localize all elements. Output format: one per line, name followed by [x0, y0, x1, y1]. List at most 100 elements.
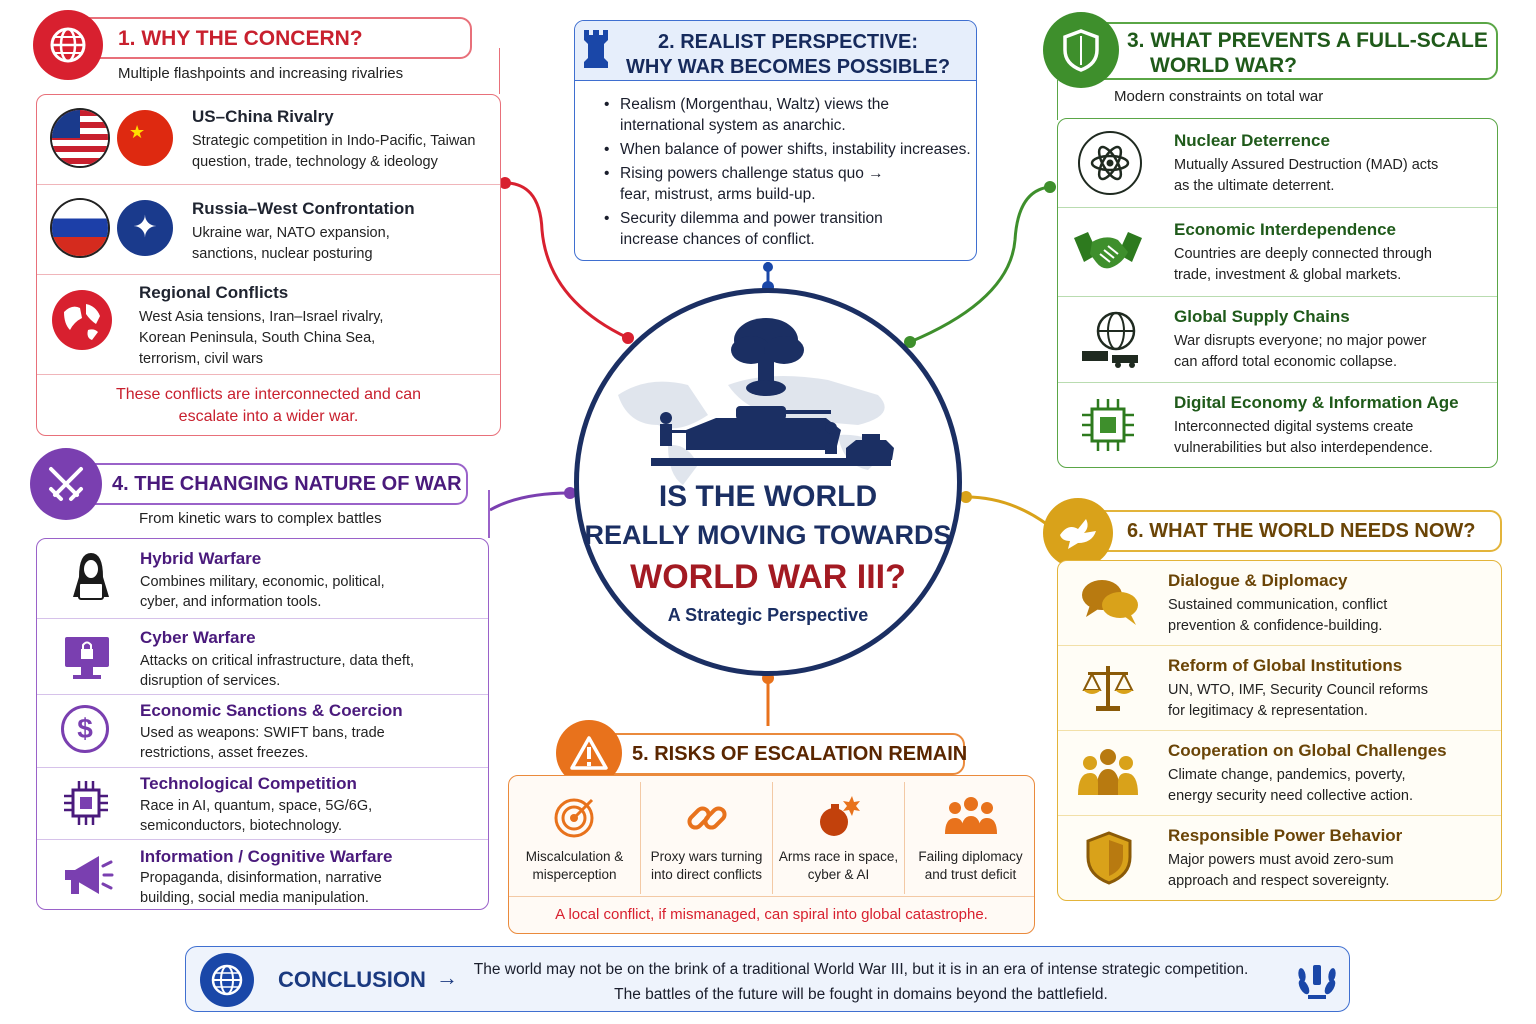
s2-bullet: Rising powers challenge status quo →fear… [604, 163, 974, 205]
s6-panel: Dialogue & Diplomacy Sustained communica… [1057, 560, 1502, 901]
monitor-lock-icon [61, 631, 113, 683]
s6-row-title: Cooperation on Global Challenges [1168, 741, 1447, 760]
s3-row-title: Global Supply Chains [1174, 307, 1350, 326]
connector-s3 [909, 185, 1051, 344]
connector-dot-s1a [499, 177, 511, 189]
people-group-icon [943, 794, 999, 838]
connector-dot-s6 [960, 491, 972, 503]
s6-row-responsible: Responsible Power Behavior Major powers … [1058, 816, 1501, 902]
s6-header [1060, 510, 1502, 552]
globe-icon [200, 953, 254, 1007]
s1-row-russia-west: ✦ Russia–West Confrontation Ukraine war,… [37, 185, 500, 275]
connector-dot-s3a [1044, 181, 1056, 193]
speech-bubbles-icon [1078, 575, 1142, 629]
handshake-icon [1072, 224, 1144, 278]
conclusion-label: CONCLUSION [278, 967, 426, 992]
us-flag-icon [52, 110, 108, 166]
s4-row-desc: Combines military, economic, political,c… [140, 574, 385, 610]
s6-row-title: Dialogue & Diplomacy [1168, 571, 1348, 590]
s3-row-title: Economic Interdependence [1174, 220, 1396, 239]
s3-row-nuclear: Nuclear Deterrence Mutually Assured Dest… [1058, 119, 1497, 207]
globe-trade-icon [1078, 307, 1142, 371]
connector-dot-s3b [904, 336, 916, 348]
s4-row-desc: Race in AI, quantum, space, 5G/6G,semico… [140, 798, 373, 834]
s3-row-supply: Global Supply Chains War disrupts everyo… [1058, 297, 1497, 383]
s5-panel: Miscalculation &misperception Proxy wars… [508, 775, 1035, 934]
s4-row-title: Cyber Warfare [140, 628, 256, 647]
connector-s6 [965, 495, 1049, 527]
laurel-icon [1294, 957, 1340, 1003]
s3-subtitle-frame [1057, 80, 1058, 120]
s4-row-desc: Attacks on critical infrastructure, data… [140, 653, 415, 689]
globe-icon [33, 10, 103, 80]
conclusion-text: The world may not be on the brink of a t… [473, 961, 1249, 1003]
china-flag-icon: ★ [117, 110, 173, 166]
shield-icon [1084, 830, 1134, 886]
s4-title: 4. THE CHANGING NATURE OF WAR [112, 473, 462, 495]
connector-s4 [489, 491, 571, 512]
dove-icon [1043, 498, 1113, 568]
s4-row-title: Information / Cognitive Warfare [140, 847, 393, 866]
s1-row-title: US–China Rivalry [192, 107, 334, 126]
risk-label: Miscalculation &misperception [525, 849, 624, 882]
target-icon [552, 794, 598, 840]
s4-row-hybrid: Hybrid Warfare Combines military, econom… [37, 539, 488, 618]
s3-row-title: Nuclear Deterrence [1174, 131, 1330, 150]
russia-flag-icon [52, 200, 108, 256]
s6-row-reform: Reform of Global Institutions UN, WTO, I… [1058, 646, 1501, 730]
s4-row-title: Hybrid Warfare [140, 549, 262, 568]
s1-row-title: Regional Conflicts [139, 283, 289, 302]
s4-subtitle: From kinetic wars to complex battles [139, 510, 382, 527]
s1-subtitle-frame [100, 48, 500, 94]
center-title: IS THE WORLD REALLY MOVING TOWARDS WORLD… [584, 480, 952, 625]
scales-icon [1080, 660, 1136, 716]
connector-dot-s1b [622, 332, 634, 344]
s2-bullet: When balance of power shifts, instabilit… [604, 139, 974, 160]
connector-s1 [499, 181, 629, 340]
risk-arms-race: Arms race in space,cyber & AI [773, 776, 904, 896]
connector-dot-s4 [564, 487, 576, 499]
s1-row-us-china: ★ US–China Rivalry Strategic competition… [37, 95, 500, 185]
s1-row-desc: Strategic competition in Indo-Pacific, T… [192, 133, 476, 170]
s5-header [575, 733, 965, 775]
atom-icon [1078, 131, 1142, 195]
s5-footer: A local conflict, if mismanaged, can spi… [555, 906, 988, 923]
crossed-swords-icon [30, 448, 102, 520]
people-group-icon [1078, 747, 1138, 797]
s2-header-bg [575, 21, 976, 81]
s4-row-tech: Technological Competition Race in AI, qu… [37, 768, 488, 840]
s2-bullets: Realism (Morgenthau, Waltz) views theint… [604, 94, 974, 253]
s3-panel: Nuclear Deterrence Mutually Assured Dest… [1057, 118, 1498, 468]
war-scene-icon [651, 318, 894, 466]
s4-row-cyber: Cyber Warfare Attacks on critical infras… [37, 619, 488, 695]
s1-row-regional: Regional Conflicts West Asia tensions, I… [37, 275, 500, 375]
s6-row-dialogue: Dialogue & Diplomacy Sustained communica… [1058, 561, 1501, 645]
bomb-icon [816, 792, 862, 840]
s6-row-desc: Climate change, pandemics, poverty,energ… [1168, 767, 1414, 804]
s1-footer: These conflicts are interconnected and c… [115, 386, 422, 425]
chip-icon [61, 778, 111, 828]
s4-row-title: Technological Competition [140, 774, 357, 793]
s1-title: 1. WHY THE CONCERN? [118, 27, 363, 50]
s3-row-economic: Economic Interdependence Countries are d… [1058, 208, 1497, 296]
s3-row-digital: Digital Economy & Information Age Interc… [1058, 383, 1497, 469]
s5-title: 5. RISKS OF ESCALATION REMAIN [632, 743, 968, 765]
chain-link-icon [684, 794, 730, 840]
chip-icon [1078, 395, 1138, 455]
s6-row-cooperation: Cooperation on Global Challenges Climate… [1058, 731, 1501, 815]
shield-icon [1043, 12, 1119, 88]
dollar-coin-icon: $ [61, 705, 109, 753]
s6-row-title: Reform of Global Institutions [1168, 656, 1403, 675]
s1-panel: ★ US–China Rivalry Strategic competition… [36, 94, 501, 436]
s3-subtitle: Modern constraints on total war [1114, 88, 1324, 105]
megaphone-icon [59, 848, 115, 904]
s2-bullet: Realism (Morgenthau, Waltz) views theint… [604, 94, 974, 136]
